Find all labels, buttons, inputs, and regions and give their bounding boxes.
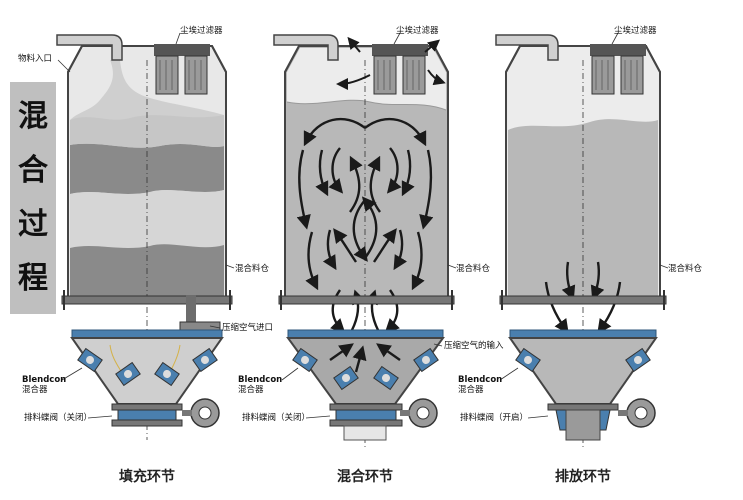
side-title-char-3: 过 xyxy=(18,207,48,242)
caption-discharge: 排放环节 xyxy=(555,469,611,485)
filling-stage-vessel xyxy=(56,32,235,440)
panel3-blendcon-mixer-label: 混合器 xyxy=(458,385,484,395)
mixing-stage-vessel xyxy=(273,32,457,450)
panel2-blendcon-mixer-label: 混合器 xyxy=(238,385,264,395)
panel1-compressed-air-inlet-label: 压缩空气进口 xyxy=(222,323,274,333)
panel2-dust-filter-label: 尘埃过滤器 xyxy=(396,26,439,36)
panel1-blendcon-mixer-label: 混合器 xyxy=(22,385,48,395)
panel3-blendcon-brand-label: Blendcon xyxy=(458,375,503,385)
panel2-discharge-valve-label: 排料蝶阀（关闭） xyxy=(242,413,311,423)
panel1-discharge-valve-label: 排料蝶阀（关闭） xyxy=(24,413,93,423)
caption-mixing: 混合环节 xyxy=(337,469,393,485)
panel1-blending-bin-label: 混合料仓 xyxy=(235,264,270,274)
side-title-char-2: 合 xyxy=(18,153,48,188)
discharge-stage-vessel xyxy=(495,32,669,450)
panel1-dust-filter-label: 尘埃过滤器 xyxy=(180,26,223,36)
panel2-compressed-air-input-label: 压缩空气的输入 xyxy=(444,341,504,351)
panel2-blendcon-brand-label: Blendcon xyxy=(238,375,283,385)
side-title-panel: 混 合 过 程 xyxy=(10,82,56,314)
panel1-blendcon-brand-label: Blendcon xyxy=(22,375,67,385)
side-title-char-1: 混 xyxy=(18,99,48,134)
panel3-blending-bin-label: 混合料仓 xyxy=(668,264,703,274)
panel3-dust-filter-label: 尘埃过滤器 xyxy=(614,26,657,36)
panel3-discharge-valve-label: 排料蝶阀（开启） xyxy=(460,413,529,423)
panel2-blending-bin-label: 混合料仓 xyxy=(456,264,491,274)
panel1-material-inlet-label: 物料入口 xyxy=(18,54,53,64)
side-title-char-4: 程 xyxy=(18,261,48,296)
caption-filling: 填充环节 xyxy=(119,469,175,485)
